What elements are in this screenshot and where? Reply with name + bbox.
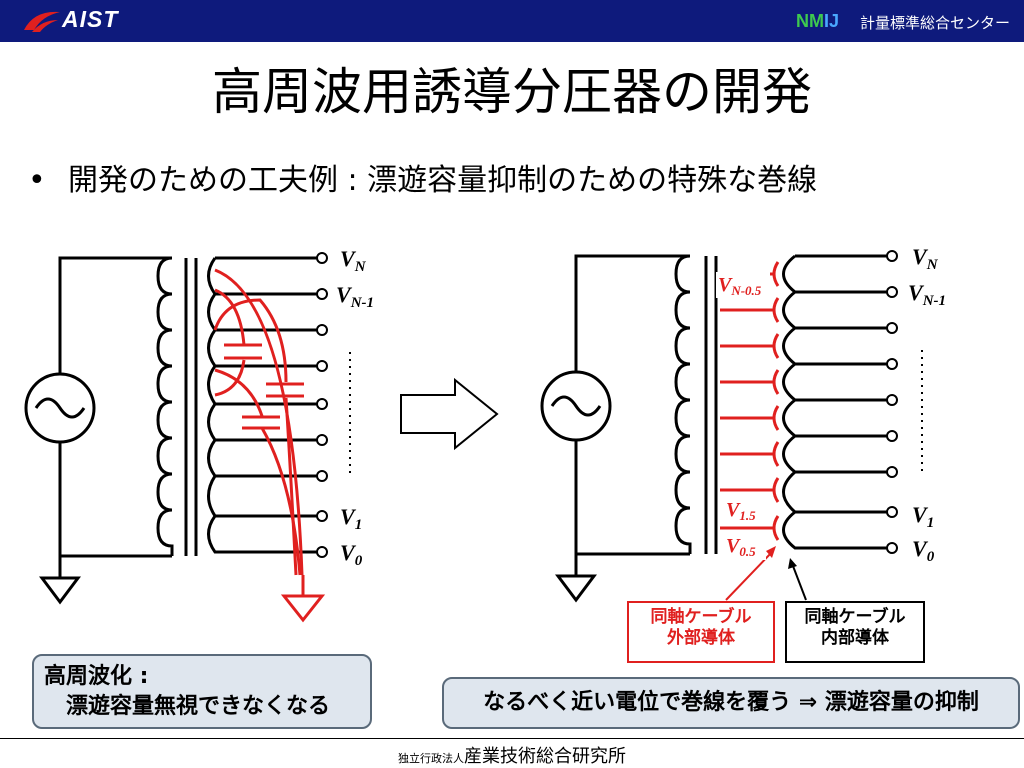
aist-logo-icon: [24, 11, 60, 32]
footer-small: 独立行政法人: [398, 752, 464, 765]
right-circuit: [540, 254, 888, 603]
red-tap-v05: V0.5: [726, 535, 756, 559]
left-tap-labels: VN VN-1 V1 V0: [336, 246, 374, 569]
left-stray-capacitance: [213, 268, 326, 623]
left-note-line1: 高周波化 :: [44, 664, 149, 689]
left-sine-icon: [34, 397, 86, 419]
left-tap-vn: VN: [340, 246, 367, 275]
right-tap-vn-1: VN-1: [908, 280, 946, 309]
right-ground-icon: [555, 574, 597, 603]
inner-conductor-label: 同軸ケーブル 内部導体: [785, 601, 925, 663]
nmij-logo-tail: IJ: [824, 11, 840, 31]
left-tap-v0: V0: [340, 540, 363, 569]
inner-conductor-line1: 同軸ケーブル: [804, 607, 906, 627]
header-bar: AIST NMIJ 計量標準総合センター: [0, 0, 1024, 42]
right-terminals: [886, 250, 898, 554]
nmij-logo: NMIJ: [796, 11, 840, 31]
footer-divider: [0, 738, 1024, 739]
left-secondary-coil: [207, 257, 318, 554]
right-secondary-coil: [782, 254, 888, 550]
left-ground-icon: [39, 576, 81, 605]
bullet-text: 開発のための工夫例 : 漂遊容量抑制のための特殊な巻線: [68, 163, 818, 198]
right-sine-icon: [550, 395, 602, 417]
left-note-box: 高周波化 : 漂遊容量無視できなくなる: [32, 654, 372, 729]
left-red-ground-icon: [280, 594, 326, 623]
slide-title: 高周波用誘導分圧器の開発: [212, 63, 812, 121]
aist-logo-text: AIST: [62, 6, 119, 32]
red-tap-vn-05: VN-0.5: [718, 274, 762, 298]
outer-conductor-label: 同軸ケーブル 外部導体: [627, 601, 775, 663]
left-primary-coil: [156, 256, 174, 556]
red-tap-v15: V1.5: [726, 499, 756, 523]
inner-conductor-line2: 内部導体: [821, 628, 889, 648]
bullet-symbol: •: [28, 163, 46, 198]
center-name: 計量標準総合センター: [860, 14, 1011, 32]
bullet-point: • 開発のための工夫例 : 漂遊容量抑制のための特殊な巻線: [28, 155, 817, 199]
transform-arrow-icon: [400, 377, 499, 451]
right-shield-taps: [720, 261, 780, 541]
left-terminals: [316, 252, 328, 558]
right-tap-labels: VN VN-1 V1 V0: [908, 244, 946, 565]
right-tap-vn: VN: [912, 244, 939, 273]
left-tap-v1: V1: [340, 504, 362, 533]
left-tap-vn-1: VN-1: [336, 282, 374, 311]
right-red-tap-labels: VN-0.5 V1.5 V0.5: [716, 272, 770, 560]
right-primary-coil: [674, 254, 692, 554]
left-circuit: [24, 256, 318, 605]
right-note-box: なるべく近い電位で巻線を覆う ⇒ 漂遊容量の抑制: [442, 677, 1020, 729]
left-note-line2: 漂遊容量無視できなくなる: [66, 694, 331, 719]
outer-conductor-line1: 同軸ケーブル: [650, 607, 752, 627]
footer: 独立行政法人産業技術総合研究所: [0, 742, 1024, 768]
right-tap-v1: V1: [912, 502, 934, 531]
outer-conductor-line2: 外部導体: [667, 628, 735, 648]
right-tap-v0: V0: [912, 536, 935, 565]
footer-main: 産業技術総合研究所: [464, 746, 626, 767]
